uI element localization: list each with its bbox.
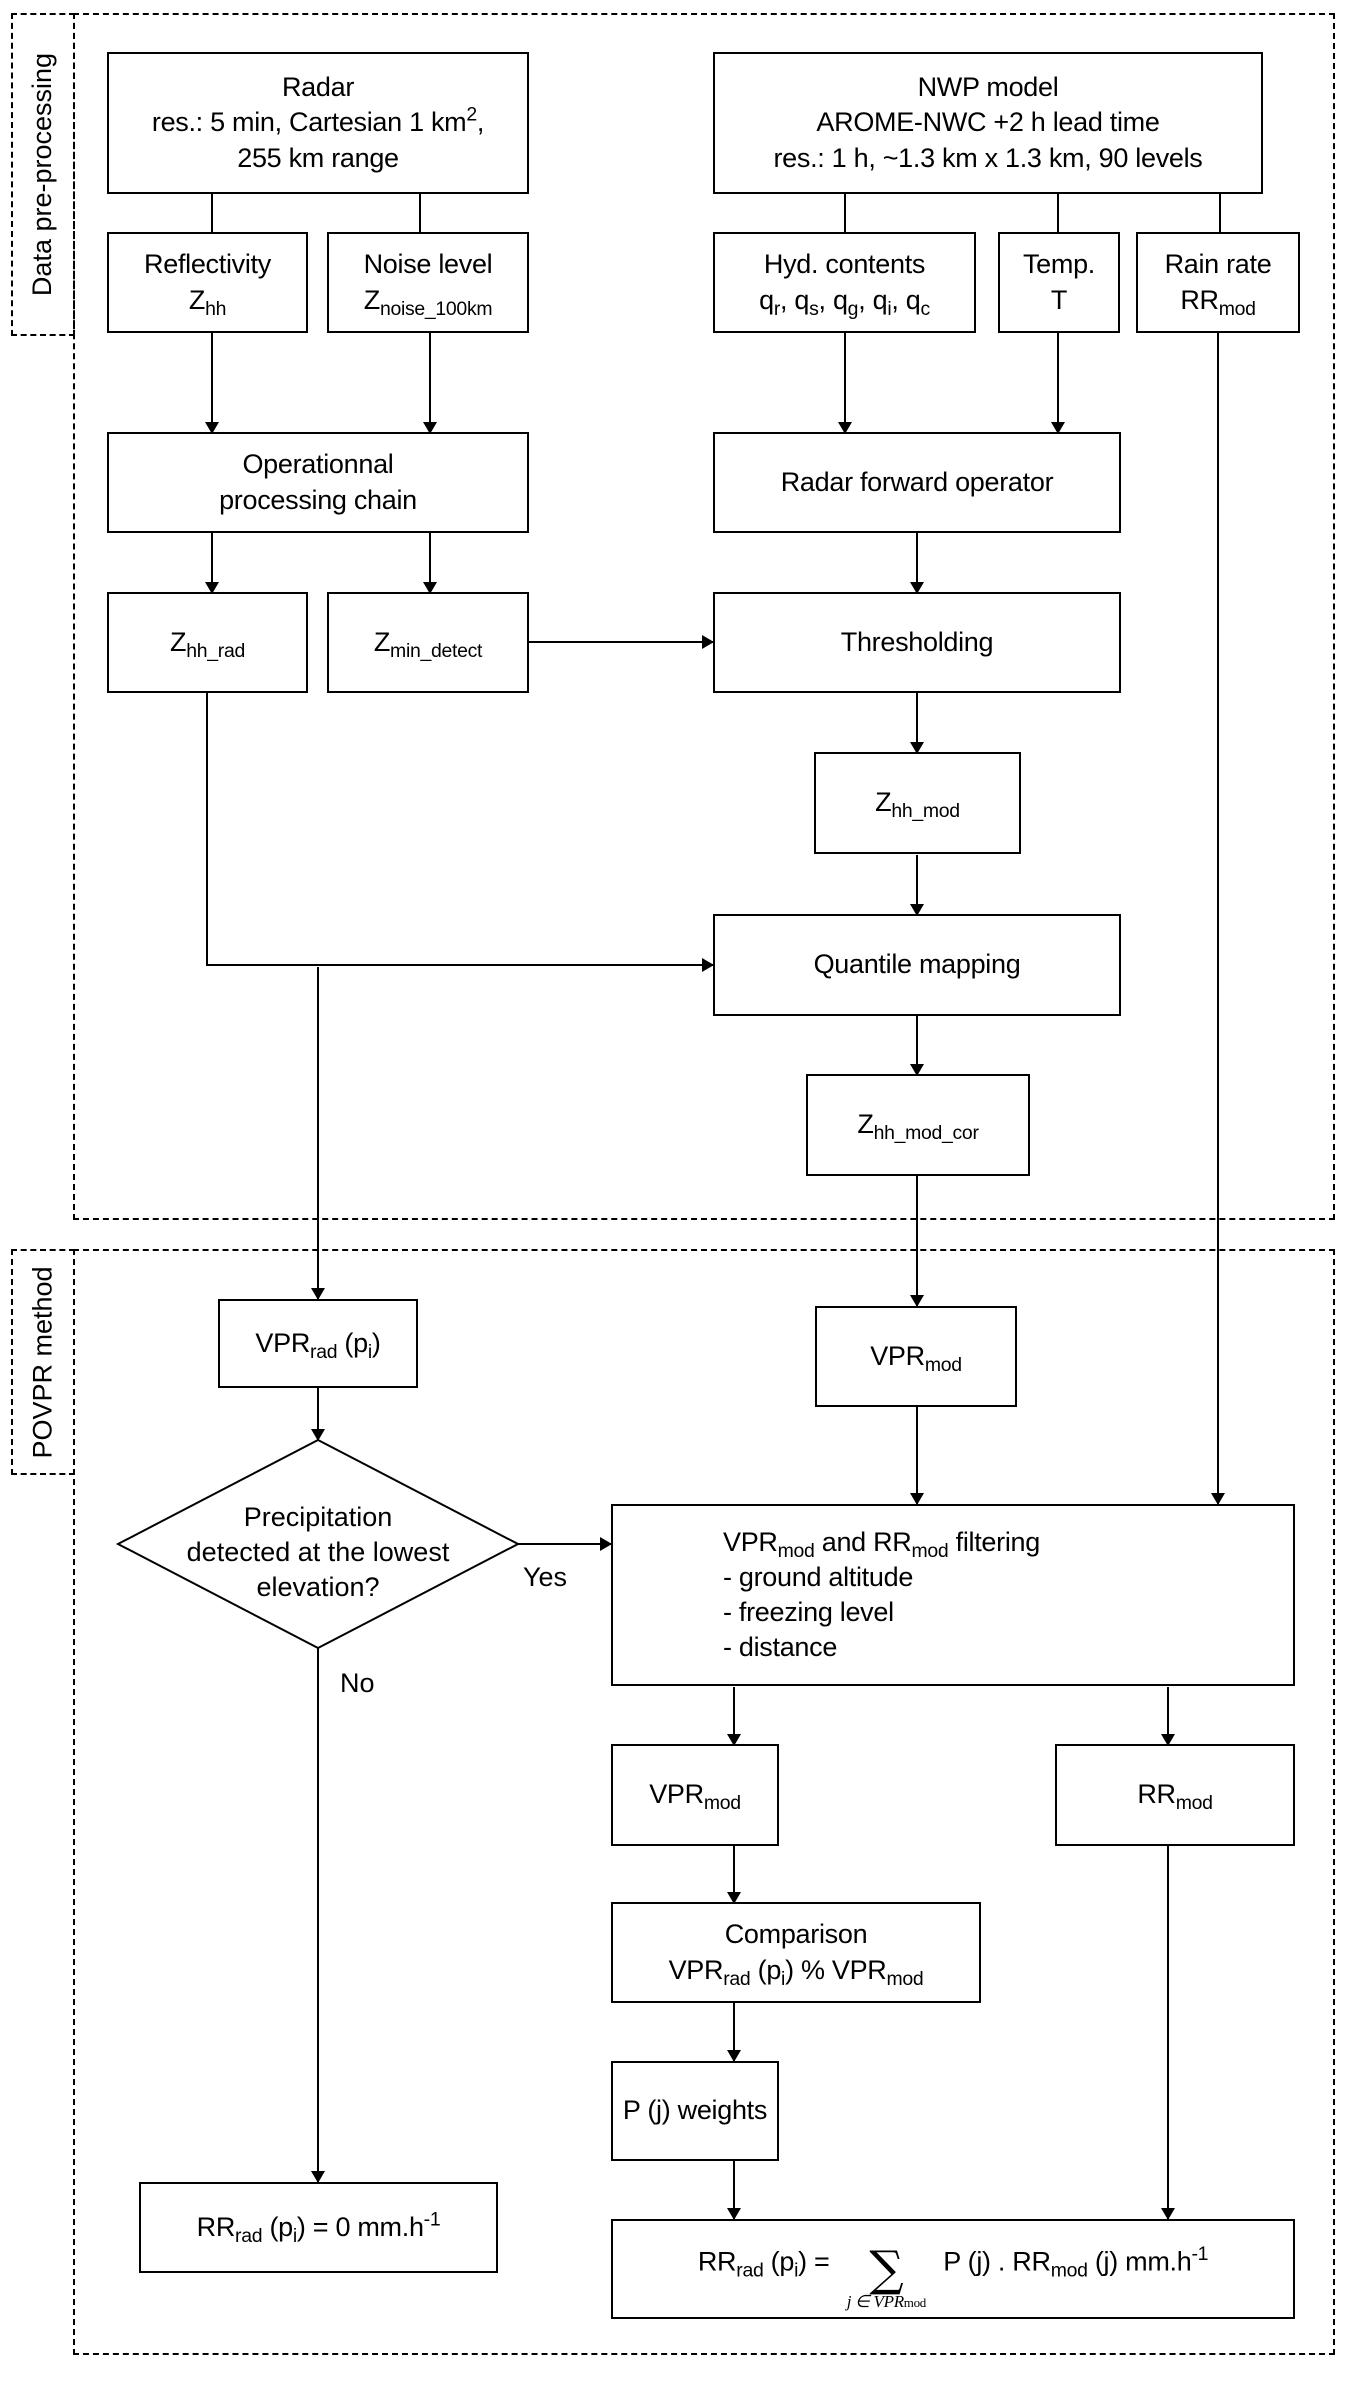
decision-text: Precipitation detected at the lowest ele… bbox=[186, 1502, 450, 1603]
hydrometeor-var: q bbox=[905, 284, 921, 315]
thresholding-node: Thresholding bbox=[713, 592, 1121, 693]
filtering-node: VPRmod and RRmod filtering - ground alti… bbox=[611, 1504, 1295, 1686]
hydrometeor-var: q bbox=[794, 284, 810, 315]
summation: ∑j ∈ VPRmod bbox=[846, 2240, 927, 2311]
hydrometeor-contents-node: Hyd. contents qr, qs, qg, qi, qc bbox=[713, 232, 976, 333]
radar-resolution: res.: 5 min, Cartesian 1 km2, bbox=[151, 103, 485, 138]
vpr-mod-filtered-node: VPRmod bbox=[611, 1744, 779, 1846]
hydrometeor-var: q bbox=[872, 284, 888, 315]
filter-criterion: - distance bbox=[723, 1632, 838, 1663]
yes-label: Yes bbox=[523, 1562, 568, 1592]
zhh-mod-node: Zhh_mod bbox=[814, 752, 1021, 854]
hydrometeor-var: q bbox=[832, 284, 848, 315]
radar-node: Radar res.: 5 min, Cartesian 1 km2, 255 … bbox=[107, 52, 529, 194]
vpr-rad-node: VPRrad (pi) bbox=[218, 1299, 418, 1388]
comparison-node: Comparison VPRrad (pi) % VPRmod bbox=[611, 1902, 981, 2003]
weights-node: P (j) weights bbox=[611, 2061, 779, 2161]
radar-forward-operator-node: Radar forward operator bbox=[713, 432, 1121, 533]
rr-rad-zero-node: RRrad (pi) = 0 mm.h-1 bbox=[139, 2182, 498, 2273]
preprocessing-label-box: Data pre-processing bbox=[11, 13, 75, 336]
povpr-label: POVPR method bbox=[27, 1265, 58, 1459]
radar-title: Radar bbox=[281, 72, 355, 103]
no-label: No bbox=[340, 1668, 375, 1698]
arrow-zhhrad-quantile bbox=[206, 692, 714, 972]
temperature-node: Temp. T bbox=[998, 232, 1120, 333]
povpr-label-box: POVPR method bbox=[11, 1249, 75, 1475]
preprocessing-label: Data pre-processing bbox=[27, 52, 58, 297]
rain-rate-node: Rain rate RRmod bbox=[1136, 232, 1300, 333]
noise-level-node: Noise level Znoise_100km bbox=[327, 232, 529, 333]
nwp-model-node: NWP model AROME-NWC +2 h lead time res.:… bbox=[713, 52, 1263, 194]
preprocessing-frame bbox=[73, 13, 1335, 1220]
zmin-detect-node: Zmin_detect bbox=[327, 592, 529, 693]
rr-mod-filtered-node: RRmod bbox=[1055, 1744, 1295, 1846]
zhh-rad-node: Zhh_rad bbox=[107, 592, 308, 693]
quantile-mapping-node: Quantile mapping bbox=[713, 914, 1121, 1016]
vpr-mod-node: VPRmod bbox=[815, 1306, 1017, 1407]
filter-criterion: - freezing level bbox=[723, 1597, 894, 1627]
operational-chain-node: Operationnal processing chain bbox=[107, 432, 529, 533]
reflectivity-node: Reflectivity Zhh bbox=[107, 232, 308, 333]
hydrometeor-var: q bbox=[759, 284, 774, 315]
hydrometeor-vars: qr, qs, qg, qi, qc bbox=[759, 284, 930, 320]
povpr-frame bbox=[73, 1249, 1335, 2355]
filter-criterion: - ground altitude bbox=[723, 1561, 914, 1592]
radar-range: 255 km range bbox=[237, 142, 399, 173]
rr-rad-formula-node: RRrad (pi) = ∑j ∈ VPRmod P (j) . RRmod (… bbox=[611, 2219, 1295, 2319]
zhh-mod-cor-node: Zhh_mod_cor bbox=[806, 1074, 1030, 1176]
